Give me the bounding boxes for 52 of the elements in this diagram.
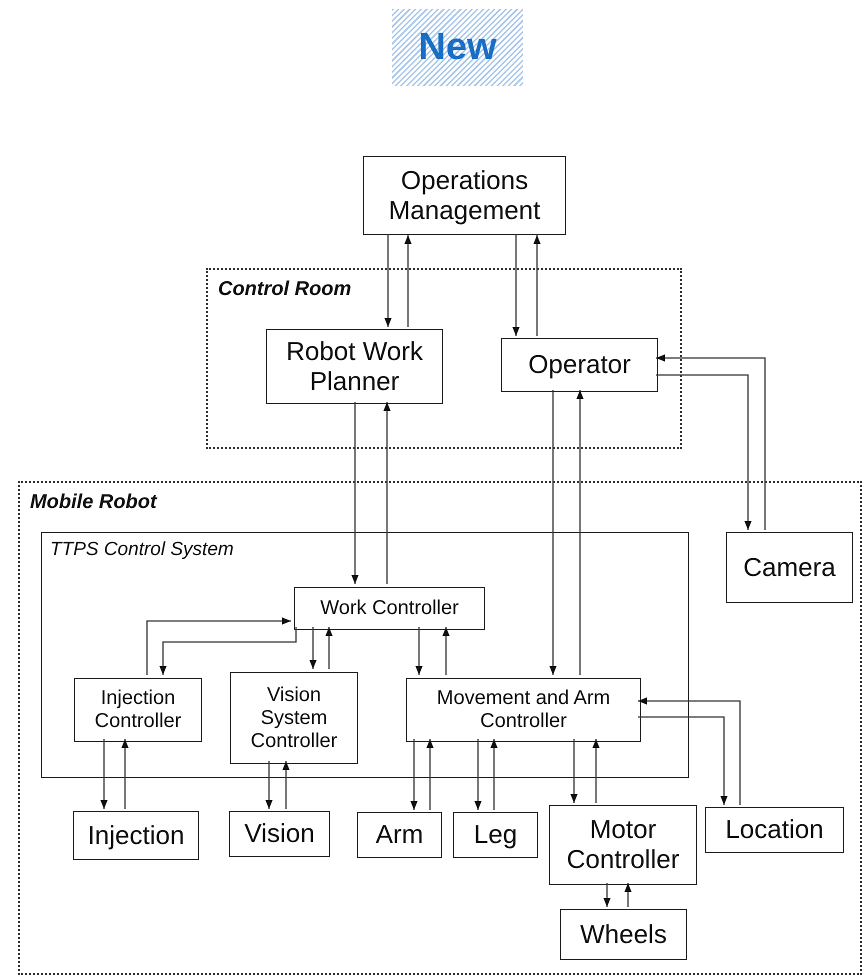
process-box: Vision System Controller xyxy=(230,672,358,764)
system-title: TTPS Control System xyxy=(50,539,234,561)
arrow xyxy=(309,627,317,669)
arrow xyxy=(384,235,392,327)
arrow xyxy=(576,390,584,675)
arrow xyxy=(490,739,498,810)
process-box: Operator xyxy=(501,338,658,392)
arrow xyxy=(512,235,520,336)
new-badge: New xyxy=(392,9,523,86)
arrow xyxy=(351,402,359,584)
system-boundary xyxy=(41,532,689,778)
arrow xyxy=(656,354,766,530)
arrow xyxy=(624,883,632,907)
arrow xyxy=(282,761,290,809)
process-box: Robot Work Planner xyxy=(266,329,443,404)
arrow xyxy=(383,402,391,584)
arrow xyxy=(570,739,578,803)
arrow xyxy=(474,739,482,810)
arrow xyxy=(265,761,273,809)
zone-title: Control Room xyxy=(218,278,352,301)
process-box: Work Controller xyxy=(294,587,485,630)
process-box: Operations Management xyxy=(363,156,566,235)
arrow xyxy=(146,617,291,675)
process-box: Movement and Arm Controller xyxy=(406,678,641,742)
process-box: Leg xyxy=(453,812,538,858)
arrow xyxy=(549,390,557,675)
process-box: Vision xyxy=(229,811,330,857)
arrow xyxy=(426,739,434,810)
process-box: Wheels xyxy=(560,909,687,960)
process-box: Location xyxy=(705,807,844,853)
arrow xyxy=(121,739,129,809)
arrow xyxy=(638,697,741,805)
arrow xyxy=(159,627,297,675)
arrow xyxy=(415,627,423,675)
dotted-boundary xyxy=(18,481,862,975)
process-box: Injection Controller xyxy=(74,678,202,742)
dotted-boundary xyxy=(206,268,682,449)
process-box: Arm xyxy=(357,812,442,858)
process-box: Camera xyxy=(726,532,853,603)
arrow xyxy=(603,883,611,907)
arrow xyxy=(656,374,752,530)
arrow xyxy=(638,716,728,805)
zone-title: Mobile Robot xyxy=(30,491,157,514)
arrow xyxy=(592,739,600,803)
process-box: Injection xyxy=(73,811,199,860)
arrow xyxy=(442,627,450,675)
arrow xyxy=(410,739,418,810)
arrow xyxy=(325,627,333,669)
arrow xyxy=(100,739,108,809)
arrow xyxy=(404,235,412,327)
process-box: Motor Controller xyxy=(549,805,697,885)
arrow xyxy=(533,235,541,336)
